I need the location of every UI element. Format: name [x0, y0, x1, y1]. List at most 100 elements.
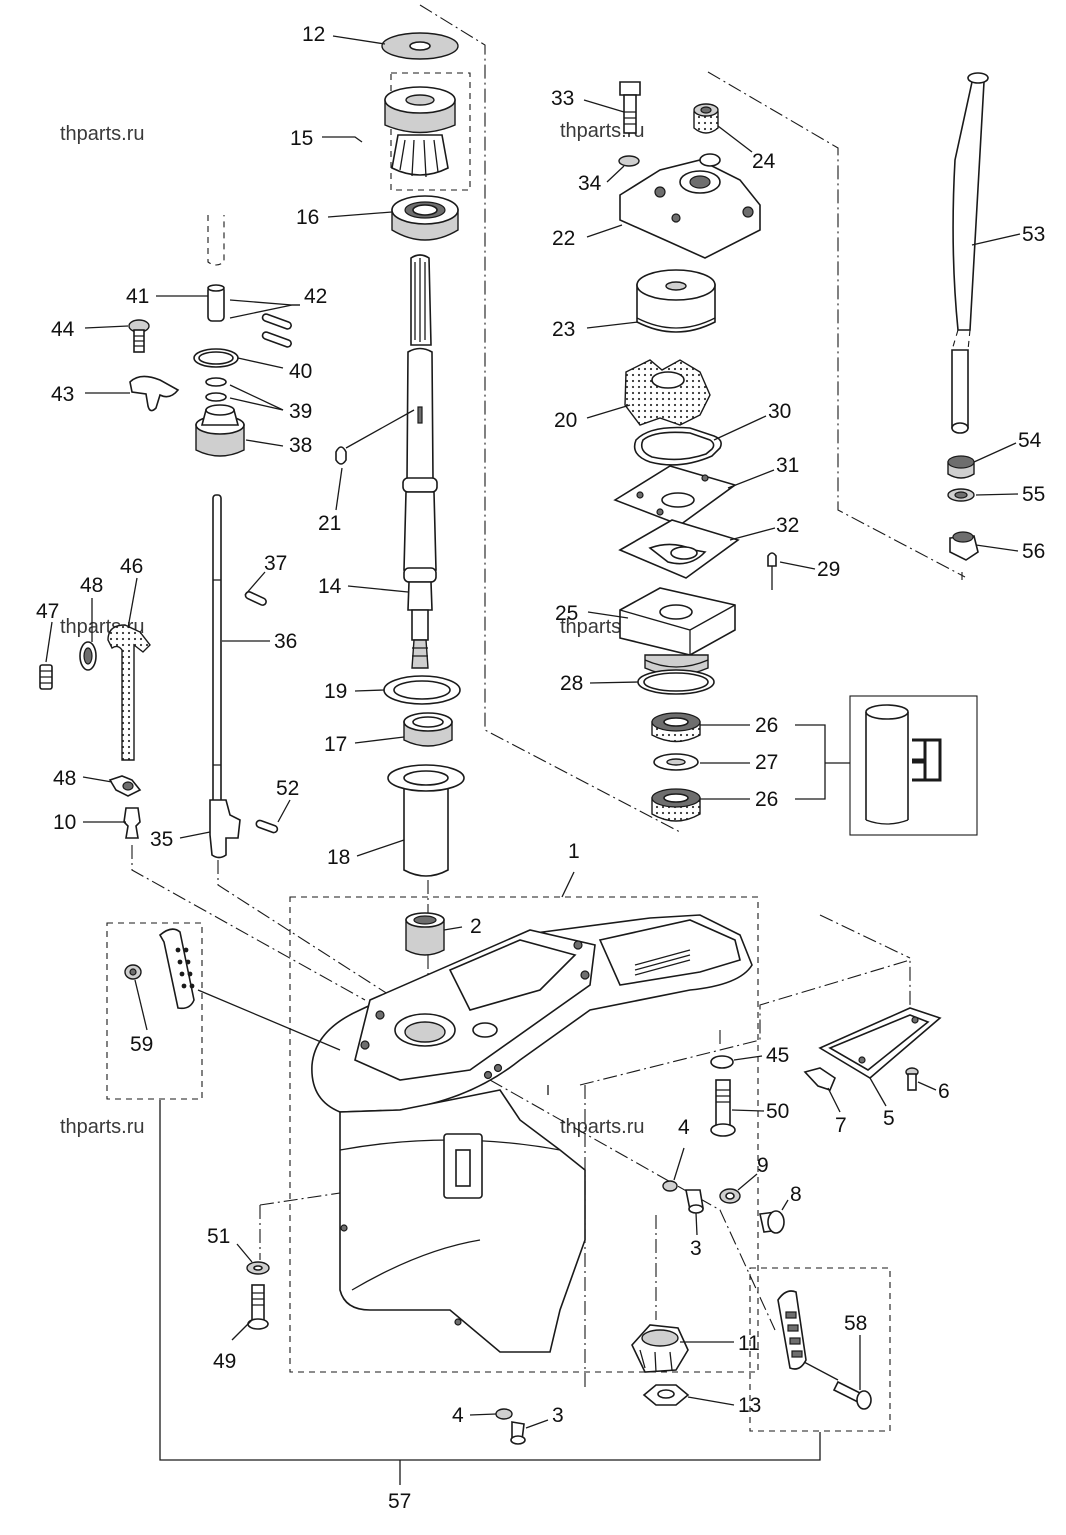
clamp-48b — [108, 775, 142, 797]
pin-42b — [261, 331, 292, 348]
callout-17: 17 — [324, 733, 347, 756]
guide-pump-right — [707, 71, 966, 578]
ring-39b — [205, 392, 227, 402]
oil-seal-26b — [651, 788, 701, 822]
washer-4a — [662, 1180, 678, 1192]
callout-47: 47 — [36, 600, 59, 623]
callout-1: 1 — [568, 840, 580, 863]
seal-56 — [949, 531, 979, 561]
forward-gear-11 — [631, 1324, 689, 1373]
callout-19: 19 — [324, 680, 347, 703]
callout-22: 22 — [552, 227, 575, 250]
group-box-1 — [289, 896, 759, 1373]
screw-3b — [510, 1421, 526, 1445]
gasket-32 — [618, 519, 740, 579]
hose-46 — [107, 624, 151, 761]
callout-10: 10 — [53, 811, 76, 834]
watermark-5: thparts.ru — [60, 1116, 144, 1138]
nut-13 — [642, 1384, 690, 1406]
boot-38 — [195, 404, 245, 457]
leader-lines — [45, 35, 1021, 1485]
callout-8: 8 — [790, 1183, 802, 1206]
left-fittings — [39, 624, 151, 839]
callout-26-lower: 26 — [755, 788, 778, 811]
washer-45 — [710, 1055, 734, 1069]
watermark-1: thparts.ru — [60, 123, 144, 145]
bracket-43 — [129, 375, 180, 412]
callout-44: 44 — [51, 318, 75, 341]
oil-seal-26a — [651, 712, 701, 743]
ring-39a — [205, 377, 227, 387]
plate-31 — [613, 465, 737, 526]
casing-hardware — [246, 1007, 942, 1445]
washer-9 — [719, 1188, 741, 1204]
bolt-50 — [710, 1079, 736, 1137]
pin-37 — [244, 590, 267, 606]
callout-labels: 12 15 16 41 42 44 40 43 39 38 21 37 46 1… — [36, 23, 1045, 1513]
callout-15: 15 — [290, 127, 313, 150]
callout-2: 2 — [470, 915, 482, 938]
group-box-59 — [106, 922, 203, 1100]
callout-30: 30 — [768, 400, 791, 423]
drive-shaft-14 — [402, 254, 438, 669]
callout-40: 40 — [289, 360, 312, 383]
callout-11: 11 — [738, 1332, 760, 1355]
screw-58 — [832, 1380, 872, 1410]
clamp-48a — [79, 641, 97, 671]
callout-56: 56 — [1022, 540, 1045, 563]
grommet-54 — [947, 455, 975, 479]
callout-28: 28 — [560, 672, 583, 695]
gasket-30 — [633, 426, 722, 466]
watermark-6: thparts.ru — [560, 1116, 644, 1138]
callout-4-lower: 4 — [452, 1404, 464, 1427]
callout-32: 32 — [776, 514, 799, 537]
seal-17 — [403, 712, 453, 747]
callout-24: 24 — [752, 150, 776, 173]
callout-35: 35 — [150, 828, 173, 851]
pump-housing-22 — [619, 153, 761, 259]
anodes — [124, 928, 872, 1410]
callout-16: 16 — [296, 206, 319, 229]
callout-59: 59 — [130, 1033, 153, 1056]
anode-59 — [124, 928, 195, 1010]
water-pump-stack — [613, 81, 942, 825]
guide-8 — [489, 1079, 776, 1331]
callout-13: 13 — [738, 1394, 761, 1417]
callout-50: 50 — [766, 1100, 789, 1123]
callout-53: 53 — [1022, 223, 1045, 246]
guide-shaft-right — [419, 4, 681, 833]
washer-4b — [495, 1408, 513, 1420]
washer-12 — [381, 32, 459, 60]
callout-51: 51 — [207, 1225, 230, 1248]
callout-5: 5 — [883, 1107, 895, 1130]
callout-18: 18 — [327, 846, 350, 869]
stud-47 — [39, 664, 53, 690]
impeller-20 — [624, 359, 711, 426]
callout-21: 21 — [318, 512, 341, 535]
screw-6 — [905, 1067, 919, 1091]
callout-36: 36 — [274, 630, 297, 653]
screw-8 — [759, 1210, 785, 1234]
group-box-15 — [390, 72, 471, 191]
callout-23: 23 — [552, 318, 575, 341]
seal-orientation-detail — [865, 704, 942, 825]
callout-29: 29 — [817, 558, 840, 581]
callout-31: 31 — [776, 454, 799, 477]
group-box-58 — [749, 1267, 891, 1432]
callout-43: 43 — [51, 383, 74, 406]
pin-42a — [261, 313, 292, 330]
water-tube-53-lower — [951, 349, 969, 433]
gasket-19 — [383, 675, 461, 705]
callout-12: 12 — [302, 23, 325, 46]
callout-3-upper: 3 — [690, 1237, 702, 1260]
callout-46: 46 — [120, 555, 143, 578]
shift-rod-36 — [212, 494, 222, 821]
cartridge-25 — [619, 587, 736, 676]
water-tube-53-upper — [952, 81, 985, 331]
callout-26-upper: 26 — [755, 714, 778, 737]
shift-rod-column — [128, 215, 292, 859]
callout-34: 34 — [578, 172, 602, 195]
guide-5b — [819, 914, 911, 959]
guide-10 — [131, 845, 366, 1001]
